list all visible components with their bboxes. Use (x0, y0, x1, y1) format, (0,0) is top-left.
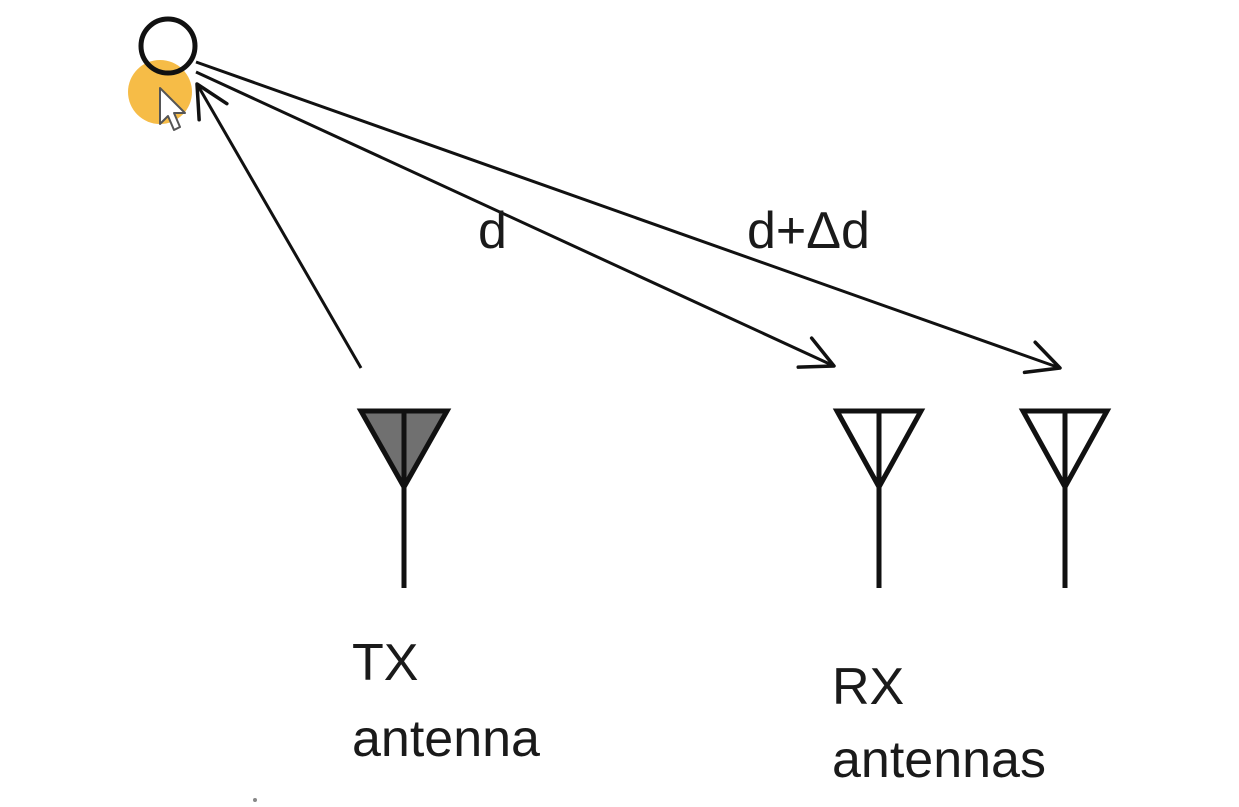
path-d-plus-delta-label: d+Δd (747, 202, 870, 260)
path-d-label: d (478, 202, 507, 260)
tx-antenna-icon (356, 408, 452, 588)
path-d-plus-delta-arrow (195, 60, 1062, 375)
tx-to-target-arrow (195, 82, 363, 369)
rx-antenna-icon (832, 408, 926, 588)
circle-target-icon (138, 16, 198, 76)
path-d-arrow (195, 70, 836, 369)
stray-dot (253, 798, 257, 802)
tx-label-line1: TX (352, 634, 418, 692)
rx-label-line2: antennas (832, 731, 1046, 789)
rx-antenna-icon (1018, 408, 1112, 588)
mouse-pointer-icon (159, 87, 186, 131)
tx-label-line2: antenna (352, 710, 540, 768)
rx-label-line1: RX (832, 658, 904, 716)
